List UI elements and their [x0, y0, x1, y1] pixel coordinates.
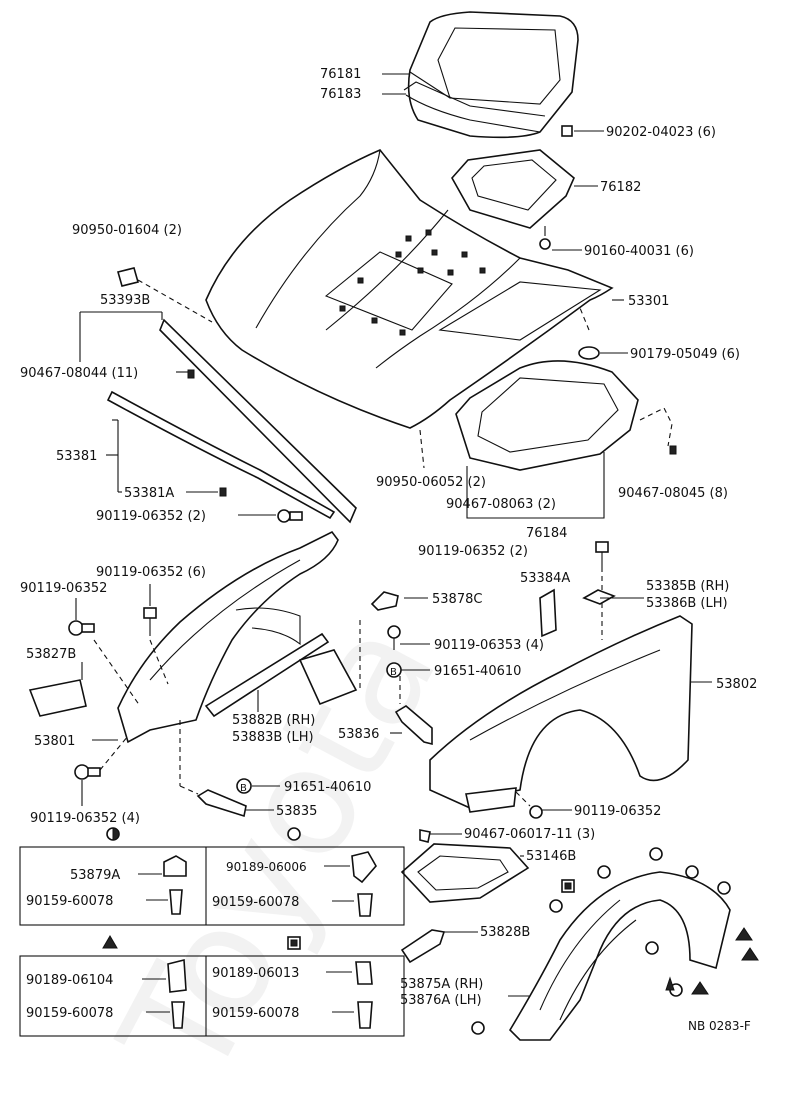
fender-liner-53882b	[204, 632, 358, 718]
table-cell-d-top: 90189-06013	[212, 966, 299, 981]
bracket-53827b	[28, 679, 87, 717]
table-cell-d-bottom: 90159-60078	[212, 1006, 299, 1021]
clip-53381a	[219, 487, 227, 497]
label-53876a: 53876A (LH)	[400, 993, 482, 1008]
grommet-90179	[578, 307, 628, 360]
marker-b-lower: B	[236, 778, 252, 794]
bracket-53385b	[582, 589, 616, 605]
nut-90202	[561, 125, 604, 137]
label-90202: 90202-04023 (6)	[606, 125, 716, 140]
hood-panel	[205, 149, 614, 429]
label-53381: 53381	[56, 449, 97, 464]
label-53802: 53802	[716, 677, 757, 692]
label-53386b: 53386B (LH)	[646, 596, 728, 611]
scoop-frame	[455, 360, 673, 471]
leader-lines	[79, 73, 712, 997]
hood-clip-fasteners	[339, 229, 486, 336]
label-53878c: 53878C	[432, 592, 482, 607]
wheel-liner-53875a	[508, 871, 731, 1041]
label-53384a: 53384A	[520, 571, 570, 586]
bolt-90160	[539, 226, 582, 251]
label-90119-06353: 90119-06353 (4)	[434, 638, 544, 653]
label-76184: 76184	[526, 526, 567, 541]
label-90119-06352-2: 90119-06352 (2)	[96, 509, 206, 524]
fender-53802	[429, 615, 693, 813]
clip-illustrations	[163, 851, 377, 1029]
table-cell-a-bottom: 90159-60078	[26, 894, 113, 909]
label-90950-01604: 90950-01604 (2)	[72, 223, 182, 238]
bracket-53836	[394, 676, 433, 746]
label-90119-06352-right: 90119-06352	[574, 804, 661, 819]
label-53146b: 53146B	[526, 849, 576, 864]
label-53835: 53835	[276, 804, 317, 819]
label-90467-08044: 90467-08044 (11)	[20, 366, 138, 381]
marker-b-upper: B	[386, 662, 402, 678]
label-90160: 90160-40031 (6)	[584, 244, 694, 259]
clip-53878c	[359, 591, 399, 690]
label-53836: 53836	[338, 727, 379, 742]
bolt-90119-06352-right	[595, 541, 609, 640]
clip-90467-08044	[187, 369, 195, 379]
scoop-base	[451, 149, 575, 229]
label-91651-40610-a: 91651-40610	[434, 664, 521, 679]
label-76181: 76181	[320, 67, 361, 82]
label-90119-06352-left: 90119-06352	[20, 581, 107, 596]
label-91651-40610-b: 91651-40610	[284, 780, 371, 795]
label-90467-08045: 90467-08045 (8)	[618, 486, 728, 501]
bolt-90119-06353	[387, 625, 401, 650]
footer-code: NB 0283-F	[688, 1019, 751, 1033]
bolt-90119-06352-lower	[515, 791, 543, 819]
bracket-53835	[179, 720, 247, 818]
hood-scoop	[405, 11, 579, 139]
label-90119-06352-4: 90119-06352 (4)	[30, 811, 140, 826]
label-53801: 53801	[34, 734, 75, 749]
table-cell-b-top: 90189-06006	[226, 860, 307, 874]
fender-apron-53801	[117, 530, 339, 744]
label-90467-06017: 90467-06017-11 (3)	[464, 827, 595, 842]
table-cell-c-top: 90189-06104	[26, 973, 113, 988]
table-cell-b-bottom: 90159-60078	[212, 895, 299, 910]
label-53875a: 53875A (RH)	[400, 977, 483, 992]
clip-table	[19, 846, 405, 1037]
label-53301: 53301	[628, 294, 669, 309]
label-53381a: 53381A	[124, 486, 174, 501]
label-53882b: 53882B (RH)	[232, 713, 315, 728]
table-cell-c-bottom: 90159-60078	[26, 1006, 113, 1021]
label-90119-06352-6: 90119-06352 (6)	[96, 565, 206, 580]
seal-53828b	[400, 929, 446, 964]
label-76183: 76183	[320, 87, 361, 102]
label-53393b: 53393B	[100, 293, 150, 308]
label-90179: 90179-05049 (6)	[630, 347, 740, 362]
bracket-53384a	[539, 588, 557, 638]
liner-clip-markers	[471, 847, 759, 1035]
label-53385b: 53385B (RH)	[646, 579, 729, 594]
label-90950-06052: 90950-06052 (2)	[376, 475, 486, 490]
bolt-90119-06352-4	[74, 735, 129, 806]
clip-90950-06052	[419, 429, 425, 469]
bracket-76184	[466, 452, 605, 519]
label-53883b: 53883B (LH)	[232, 730, 314, 745]
svg-text:B: B	[240, 783, 247, 794]
scoop-gasket	[403, 81, 546, 117]
label-53828b: 53828B	[480, 925, 530, 940]
label-76182: 76182	[600, 180, 641, 195]
label-90467-08063: 90467-08063 (2)	[446, 497, 556, 512]
bolt-90119-06352-6	[143, 584, 169, 685]
bolt-90119-top	[238, 509, 303, 523]
seal-53381	[106, 390, 336, 520]
table-cell-a-top: 53879A	[70, 868, 120, 883]
label-90119-06352-2b: 90119-06352 (2)	[418, 544, 528, 559]
label-53827b: 53827B	[26, 647, 76, 662]
bolt-90119-06352-left	[68, 598, 141, 707]
grommet-90950-01604	[117, 267, 213, 323]
clip-table-symbols	[102, 827, 301, 950]
svg-text:B: B	[390, 667, 397, 678]
splash-shield-53146b	[400, 829, 530, 903]
seal-53393b	[159, 318, 357, 524]
clip-90467-08045	[669, 445, 677, 455]
